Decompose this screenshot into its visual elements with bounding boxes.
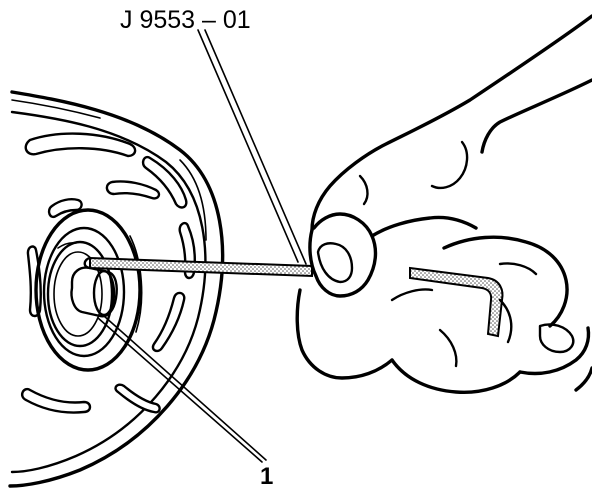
pulley-slot [20,387,92,414]
thumb-base [370,215,478,238]
lower-finger-tip [518,326,591,376]
pulley-outer-rim [8,90,225,488]
hub-outer-ring [34,208,142,372]
tool-number-label: J 9553 – 01 [120,6,251,34]
tool-handle [409,266,504,338]
hub-shade [57,241,77,249]
shaft-body [70,266,118,318]
callout-tool: J 9553 – 01 [120,6,307,265]
pulley-slot [114,383,161,414]
snap-ring-outer [46,240,114,348]
knuckle-crease [498,298,513,344]
leader-line-tool-2 [204,29,307,265]
thumb [308,212,378,298]
tool-tip [83,256,92,270]
snap-ring-inner [53,251,103,337]
finger-crease [358,174,369,206]
lower-finger-nail [538,323,575,354]
finger-upper [480,78,592,154]
technician-hand [295,14,592,395]
palm-crease [438,328,458,368]
leader-line-tool [197,29,299,263]
finger-knuckle [430,140,469,190]
index-finger [310,14,592,232]
finger-curled [390,288,434,302]
pulley-outer-rim-inner [10,110,207,474]
shaft-end [92,269,116,317]
wrist-edge [574,366,592,392]
leader-line-part-2 [103,315,267,461]
pulley-rim-shade [11,99,101,119]
pulley-assembly [8,90,225,488]
hub-shade [129,235,143,333]
palm-outline [295,288,394,380]
pulley-slot [47,198,83,219]
thumbnail [316,242,354,284]
tool-j9553 [83,256,504,338]
tool-rod [89,256,313,278]
pulley-slot [151,291,186,353]
pulley-slot [24,132,137,158]
lower-finger [390,358,522,395]
hub-inner-ring [42,226,126,358]
leader-line-part [97,317,263,463]
pulley-rim-shade-2 [179,159,207,241]
curled-finger-outer [442,235,569,328]
callout-part: 1 [97,315,273,490]
pulley-slot [105,180,161,200]
pulley-slot [141,155,188,209]
part-number-label: 1 [260,463,273,490]
curled-finger-crease [498,262,538,276]
